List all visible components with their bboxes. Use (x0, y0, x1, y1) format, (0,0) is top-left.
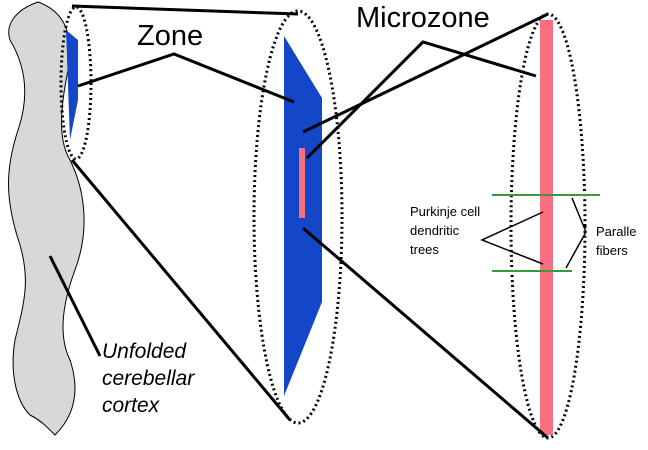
cortex-label-line-2: cerebellar (102, 367, 195, 390)
purkinje-label-line-2: dendritic (410, 223, 460, 238)
purkinje-leader-lines (480, 211, 544, 265)
purkinje-label-line-1: Purkinje cell (410, 204, 480, 219)
zone-ellipse-middle (252, 9, 344, 425)
projection-line-bottom-left (70, 159, 292, 421)
cortex-leader-line (48, 255, 102, 357)
parallel-fiber-leader-lines (565, 197, 587, 269)
projection-line-top-right (302, 12, 549, 134)
cortex-label-line-3: cortex (102, 394, 161, 417)
microzone-strip-enlarged (540, 20, 553, 435)
projection-line-top-left (71, 4, 299, 16)
parallel-fibers-label-line-1: Paralle (596, 224, 636, 239)
zone-leader-lines (77, 52, 295, 104)
unfolded-cortex-strip (8, 1, 85, 436)
cortex-label-line-1: Unfolded (102, 340, 187, 363)
purkinje-label-line-3: trees (410, 242, 439, 257)
zone-label: Zone (137, 20, 203, 52)
projection-line-bottom-right (302, 226, 549, 440)
cortex-zone-band (66, 30, 78, 140)
microzone-strip-small (299, 148, 305, 218)
microzone-leader-lines (305, 40, 537, 160)
microzone-label: Microzone (356, 2, 490, 34)
parallel-fibers-label-line-2: fibers (596, 243, 628, 258)
